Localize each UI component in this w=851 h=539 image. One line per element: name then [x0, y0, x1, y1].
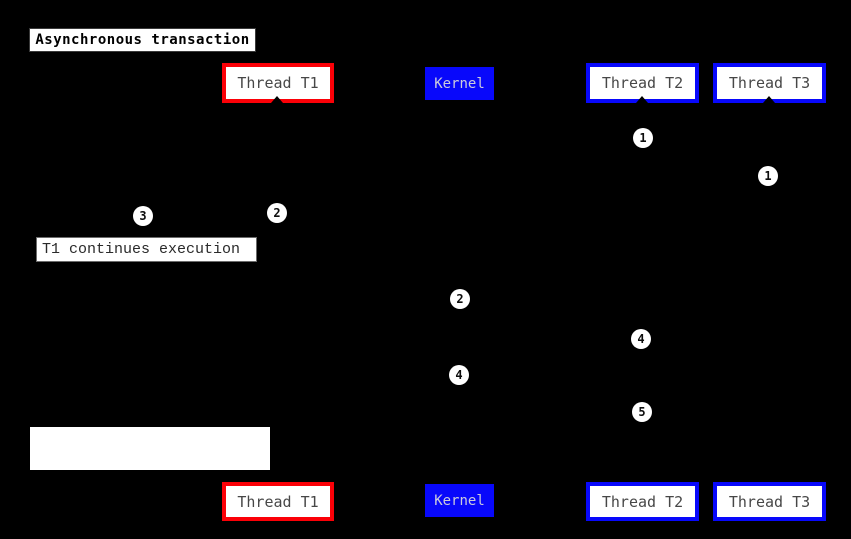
- diagram-title: Asynchronous transaction: [29, 28, 256, 52]
- note-blank-box: [30, 427, 270, 470]
- participant-label: Kernel: [434, 492, 485, 509]
- participant-label: Thread T1: [237, 74, 319, 92]
- note-t1-continues-execution: T1 continues execution: [36, 237, 257, 262]
- step-marker: 2: [267, 203, 287, 223]
- step-marker: 1: [758, 166, 778, 186]
- step-marker: 4: [449, 365, 469, 385]
- step-marker: 2: [450, 289, 470, 309]
- participant-label: Thread T3: [728, 74, 811, 92]
- participant-kernel-bottom: Kernel: [425, 484, 494, 517]
- participant-kernel-top: Kernel: [425, 67, 494, 100]
- participant-thread-t2-bottom: Thread T2: [586, 482, 699, 521]
- participant-label: Thread T2: [601, 492, 684, 511]
- step-marker: 4: [631, 329, 651, 349]
- participant-label: Thread T2: [601, 74, 684, 92]
- participant-label: Thread T1: [237, 492, 319, 511]
- lifeline-arrowhead-icon: [271, 96, 283, 103]
- step-marker: 3: [133, 206, 153, 226]
- participant-thread-t3-bottom: Thread T3: [713, 482, 826, 521]
- participant-label: Thread T3: [728, 492, 811, 511]
- lifeline-arrowhead-icon: [763, 96, 775, 103]
- participant-label: Kernel: [434, 75, 485, 92]
- lifeline-arrowhead-icon: [636, 96, 648, 103]
- participant-thread-t1-bottom: Thread T1: [222, 482, 334, 521]
- step-marker: 5: [632, 402, 652, 422]
- step-marker: 1: [633, 128, 653, 148]
